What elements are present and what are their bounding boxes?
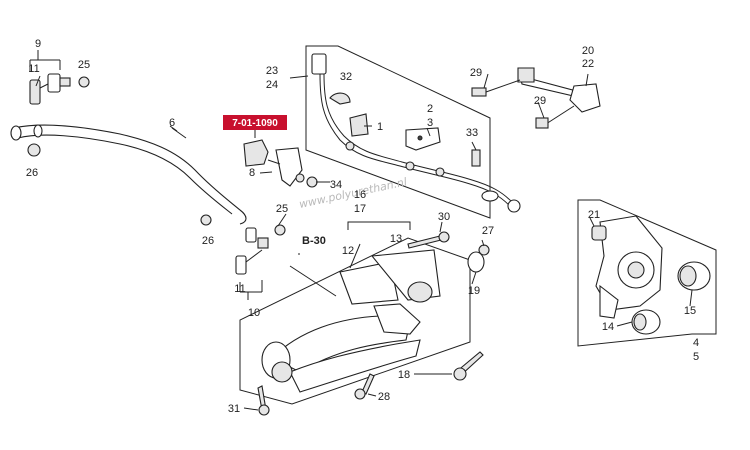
part-label-24: 24 <box>266 79 278 91</box>
part-label-11-top: 11 <box>28 63 39 75</box>
stabilizer-link-lower <box>200 214 286 275</box>
part-label-6: 6 <box>169 117 175 129</box>
part-label-26-left: 26 <box>26 167 38 179</box>
part-label-32: 32 <box>340 71 352 83</box>
bushing-holder <box>243 139 318 188</box>
lower-arm <box>261 303 421 393</box>
part-label-31: 31 <box>228 403 240 415</box>
stabilizer-bar <box>10 124 247 225</box>
washer-19 <box>467 251 485 273</box>
part-number-labels: 9 11 25 6 26 8 34 25 26 11 10 23 24 32 1… <box>26 38 699 415</box>
part-label-30: 30 <box>438 211 450 223</box>
part-label-2: 2 <box>427 103 433 115</box>
part-label-27: 27 <box>482 225 494 237</box>
part-label-29-top: 29 <box>470 67 482 79</box>
part-label-10: 10 <box>248 307 260 319</box>
stabilizer-link-upper <box>29 73 90 105</box>
part-label-21: 21 <box>588 209 600 221</box>
part-label-33: 33 <box>466 127 478 139</box>
part-label-14: 14 <box>602 321 614 333</box>
bolt-30 <box>407 231 450 249</box>
part-label-15: 15 <box>684 305 696 317</box>
toe-link <box>339 249 441 305</box>
part-label-22: 22 <box>582 58 594 70</box>
bolt-28 <box>354 373 375 400</box>
highlight-tag-bg <box>223 115 287 130</box>
bushing-21 <box>591 225 607 241</box>
bushing-14 <box>631 309 661 335</box>
upper-arm <box>471 67 601 129</box>
reference-label: B-30 <box>302 235 326 247</box>
bolt-18 <box>453 351 484 381</box>
knuckle-outline-box <box>577 199 717 347</box>
leader-lines <box>35 73 693 411</box>
part-label-28: 28 <box>378 391 390 403</box>
bolt-33 <box>471 149 481 167</box>
sensor-clip-32 <box>329 92 351 105</box>
part-label-18: 18 <box>398 369 410 381</box>
part-label-23: 23 <box>266 65 278 77</box>
part-label-5: 5 <box>693 351 699 363</box>
lower-arm-outline-box <box>239 237 471 405</box>
highlight-tag: 7-01-1090 <box>223 115 287 130</box>
part-label-12: 12 <box>342 245 354 257</box>
part-label-19: 19 <box>468 285 480 297</box>
part-label-16: 16 <box>354 189 366 201</box>
sensor-bracket-1 <box>349 113 369 137</box>
part-label-17: 17 <box>354 203 366 215</box>
part-label-20: 20 <box>582 45 594 57</box>
part-label-25-top: 25 <box>78 59 90 71</box>
part-label-9: 9 <box>35 38 41 50</box>
highlight-part-code: 7-01-1090 <box>232 118 278 129</box>
sensor-bracket-2-3 <box>405 127 441 151</box>
wheel-speed-sensor <box>311 53 521 213</box>
bolt-31 <box>257 385 270 416</box>
part-label-34: 34 <box>330 179 342 191</box>
part-label-8: 8 <box>249 167 255 179</box>
part-label-29-bottom: 29 <box>534 95 546 107</box>
part-label-25-mid: 25 <box>276 203 288 215</box>
sensor-outline-box <box>305 45 491 219</box>
bushing-15 <box>677 261 711 291</box>
part-label-4: 4 <box>693 337 699 349</box>
part-label-3: 3 <box>427 117 433 129</box>
knuckle <box>595 215 663 319</box>
part-label-11-bottom: 11 <box>234 283 245 295</box>
part-label-1: 1 <box>377 121 383 133</box>
part-label-13: 13 <box>390 233 402 245</box>
stabilizer-bushing-26-left <box>27 143 41 157</box>
part-label-26-mid: 26 <box>202 235 214 247</box>
